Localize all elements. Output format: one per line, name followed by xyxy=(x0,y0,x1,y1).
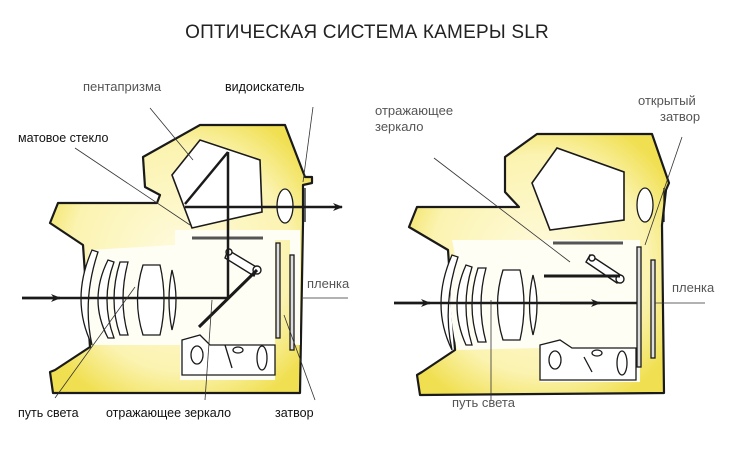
diagram-title: ОПТИЧЕСКАЯ СИСТЕМА КАМЕРЫ SLR xyxy=(185,22,549,43)
label-open-shutter-line2: затвор xyxy=(660,109,701,124)
label-open-shutter-line1: открытый xyxy=(638,93,696,108)
label-focusing-screen: матовое стекло xyxy=(18,131,109,145)
label-reflex-mirror-line1: отражающее xyxy=(375,103,454,118)
label-film: пленка xyxy=(307,276,350,291)
lens-elements xyxy=(440,254,538,351)
right-camera xyxy=(394,132,705,400)
label-viewfinder: видоискатель xyxy=(225,80,305,94)
label-light-path: путь света xyxy=(18,406,79,420)
mechanism-compartment xyxy=(539,339,637,381)
shutter-curtains xyxy=(275,242,295,351)
light-path xyxy=(22,151,343,302)
left-camera xyxy=(22,106,348,401)
mechanism-compartment xyxy=(181,334,276,376)
reflex-mirror xyxy=(197,268,259,329)
label-film: пленка xyxy=(672,280,715,295)
label-reflex-mirror-line2: зеркало xyxy=(375,119,424,134)
leader-lines xyxy=(433,136,705,400)
eyepiece-lens xyxy=(636,187,654,223)
leader-lines xyxy=(54,106,348,401)
label-pentaprism: пентапризма xyxy=(83,79,162,94)
label-light-path: путь света xyxy=(452,395,515,410)
label-reflex-mirror: отражающее зеркало xyxy=(106,406,232,420)
lens-elements xyxy=(80,249,177,346)
shutter-curtains xyxy=(636,246,656,368)
pentaprism xyxy=(531,147,625,231)
label-shutter: затвор xyxy=(275,406,314,420)
